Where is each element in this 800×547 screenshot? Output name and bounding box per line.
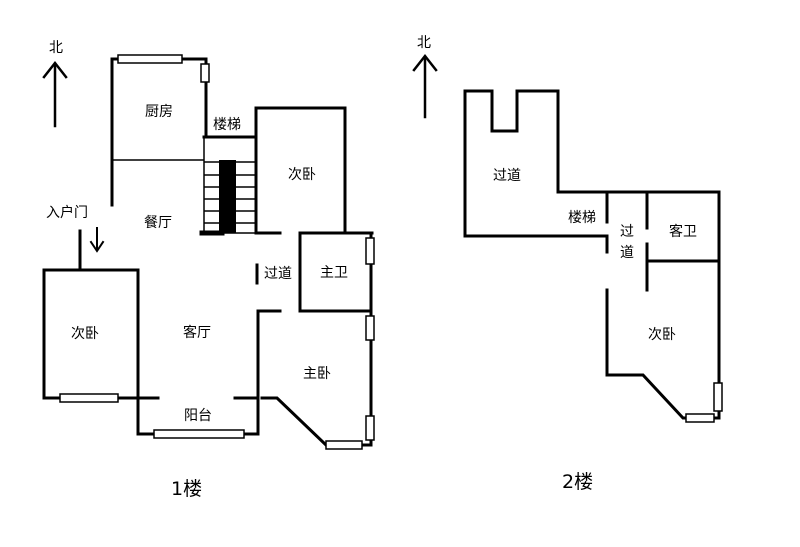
floor2-stairs-label: 楼梯 — [568, 210, 596, 226]
floor1-north-label: 北 — [49, 40, 63, 56]
floor1-plan: 北 — [42, 40, 375, 500]
entrance-arrow-icon — [89, 227, 105, 253]
floor2-corridor-v1-label: 过 — [620, 224, 634, 240]
master-bed-east-window-2 — [365, 415, 375, 441]
stairs-label: 楼梯 — [213, 117, 241, 133]
master-bed-label: 主卧 — [303, 366, 331, 382]
stairs-block — [199, 135, 258, 236]
floor2-bedroom-label: 次卧 — [648, 327, 676, 343]
stairs-railing — [219, 160, 236, 233]
floor2-caption: 2楼 — [562, 471, 593, 493]
kitchen-east-window — [200, 63, 210, 83]
floor2-north-label: 北 — [417, 35, 431, 51]
floor2-north-arrow-icon — [412, 53, 438, 119]
living-label: 客厅 — [183, 324, 211, 341]
dining-west-walls — [78, 158, 140, 436]
floor2-bedroom-south-window — [685, 413, 715, 423]
floor2-plan: 北 过道 楼梯 过 道 客卫 次卧 2楼 — [412, 35, 723, 493]
floor1-north-arrow-icon — [42, 60, 68, 128]
floor2-guest-bath-label: 客卫 — [669, 223, 697, 240]
dining-label: 餐厅 — [144, 215, 172, 231]
master-bath-window — [365, 237, 375, 265]
master-bed-east-window-1 — [365, 315, 375, 341]
bedroom-w-window — [59, 393, 119, 403]
balcony-label: 阳台 — [184, 408, 212, 424]
floor2-corridor-top-label: 过道 — [493, 168, 521, 184]
balcony-window — [153, 429, 245, 439]
floor1-caption: 1楼 — [171, 478, 202, 500]
entrance-label: 入户门 — [46, 204, 88, 221]
bedroom-w-label: 次卧 — [71, 326, 99, 342]
floor2-corridor-walls — [463, 89, 609, 238]
floor2-corridor-v2-label: 道 — [620, 245, 634, 261]
master-bed-south-window — [325, 440, 363, 450]
bedroom-ne-label: 次卧 — [288, 167, 316, 183]
floor2-east-wing-walls — [605, 190, 721, 420]
corridor-label: 过道 — [264, 266, 292, 282]
kitchen-north-window — [117, 54, 183, 64]
kitchen-label: 厨房 — [145, 104, 173, 120]
floor2-bedroom-east-window — [713, 382, 723, 412]
master-bath-label: 主卫 — [320, 265, 348, 281]
